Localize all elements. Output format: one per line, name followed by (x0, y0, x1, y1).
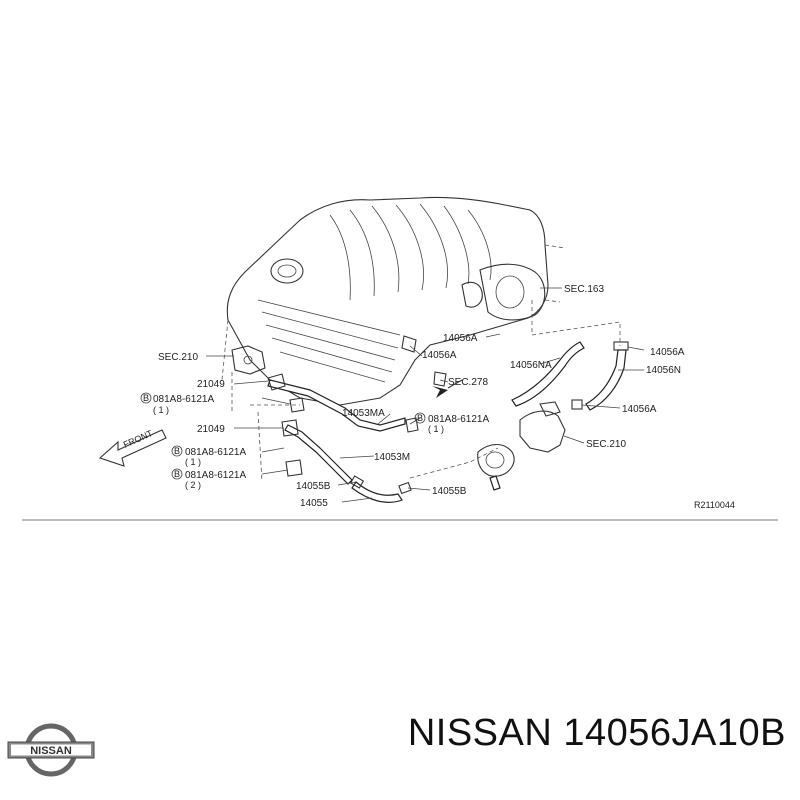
label-bolt4-code: 081A8-6121A (428, 414, 489, 425)
label-14053ma: 14053MA (342, 408, 385, 419)
label-bolt2-qty: ( 1 ) (185, 457, 201, 467)
bolt-marker-3: B (174, 469, 180, 479)
label-bolt3-code: 081A8-6121A (185, 470, 246, 481)
left-hoses (231, 335, 447, 503)
label-bolt2-code: 081A8-6121A (185, 447, 246, 458)
label-14056a-c1: 14056A (443, 333, 478, 344)
part-labels: SEC.210 21049 B 081A8-6121A ( 1 ) 21049 … (140, 284, 735, 510)
front-arrow: FRONT (98, 428, 167, 467)
bolt-marker-icon (414, 412, 426, 424)
front-label: FRONT (122, 428, 155, 450)
label-sec210-left: SEC.210 (158, 352, 198, 363)
label-21049-b: 21049 (197, 424, 225, 435)
right-hoses (409, 300, 629, 491)
bolt-marker-1: B (143, 393, 149, 403)
label-sec278: SEC.278 (448, 377, 488, 388)
logo-text: NISSAN (30, 745, 72, 757)
label-21049-a: 21049 (197, 379, 225, 390)
label-sec163: SEC.163 (564, 284, 604, 295)
label-14055: 14055 (300, 498, 328, 509)
bolt-marker-icon (171, 445, 183, 457)
part-number-title: NISSAN 14056JA10B (407, 712, 786, 754)
label-14056a-r2: 14056A (622, 404, 657, 415)
label-bolt1-qty: ( 1 ) (153, 405, 169, 415)
label-sec210-right: SEC.210 (586, 439, 626, 450)
label-bolt1-code: 081A8-6121A (153, 394, 214, 405)
diagram-code: R2110044 (694, 500, 735, 510)
label-14055b-right: 14055B (432, 486, 467, 497)
label-14055b-left: 14055B (296, 481, 331, 492)
bolt-marker-4: B (417, 413, 423, 423)
label-14053m: 14053M (374, 452, 410, 463)
bolt-marker-icon (171, 468, 183, 480)
label-bolt4-qty: ( 1 ) (428, 424, 444, 434)
leader-lines (206, 287, 645, 503)
label-14056a-c2: 14056A (422, 350, 457, 361)
nissan-logo: NISSAN (7, 723, 95, 777)
label-14056n: 14056N (646, 365, 681, 376)
bolt-marker-icon (140, 392, 152, 404)
bolt-marker-2: B (174, 446, 180, 456)
label-bolt3-qty: ( 2 ) (185, 480, 201, 490)
label-14056na: 14056NA (510, 360, 552, 371)
engine-block (221, 196, 566, 406)
label-14056a-r1: 14056A (650, 347, 685, 358)
